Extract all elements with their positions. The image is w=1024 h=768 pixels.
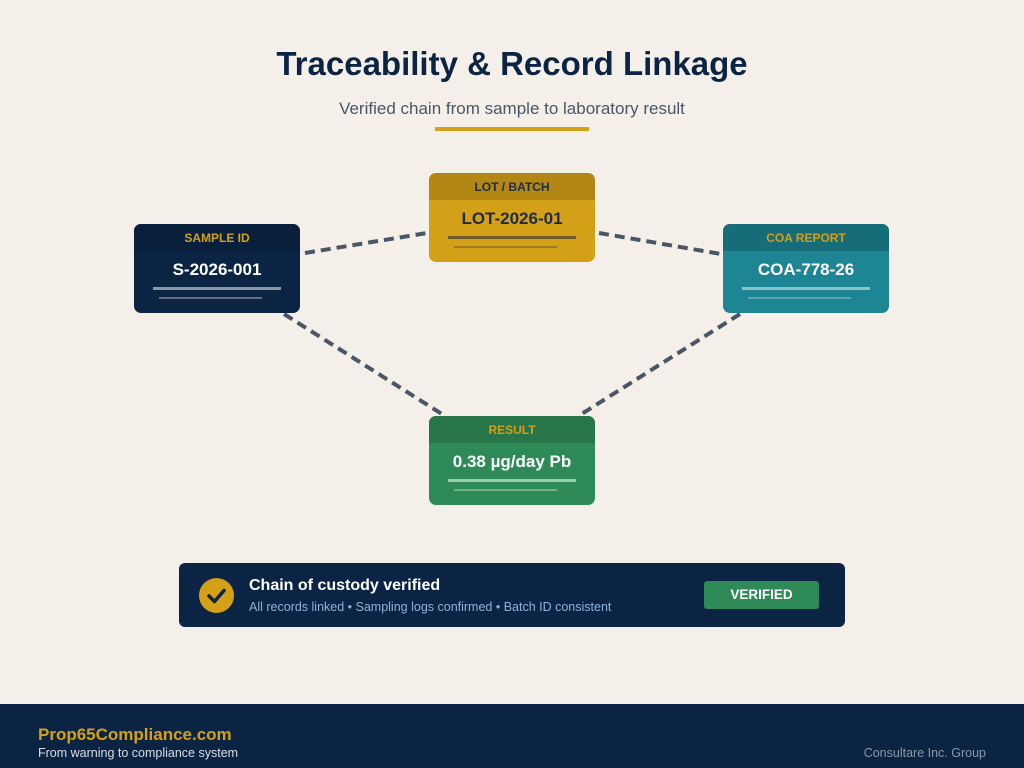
title-accent-bar bbox=[435, 127, 589, 131]
card-label: RESULT bbox=[429, 416, 595, 443]
card-line bbox=[448, 236, 576, 239]
link-coa-result bbox=[578, 312, 742, 417]
link-sample-lot bbox=[304, 231, 428, 255]
card-line bbox=[748, 297, 851, 299]
card-line bbox=[454, 246, 557, 248]
card-value: S-2026-001 bbox=[172, 260, 262, 279]
page-subtitle: Verified chain from sample to laboratory… bbox=[339, 99, 685, 118]
card-label: COA REPORT bbox=[723, 224, 889, 251]
link-lot-coa bbox=[598, 231, 722, 256]
card-value: LOT-2026-01 bbox=[461, 209, 563, 228]
card-line bbox=[153, 287, 281, 290]
card-line bbox=[448, 479, 576, 482]
banner-details: All records linked • Sampling logs confi… bbox=[249, 600, 612, 614]
verification-banner: Chain of custody verified All records li… bbox=[179, 563, 845, 627]
lot-batch-card: LOT / BATCH LOT-2026-01 bbox=[429, 173, 595, 262]
sample-id-card: SAMPLE ID S-2026-001 bbox=[134, 224, 300, 313]
card-line bbox=[159, 297, 262, 299]
card-value: 0.38 µg/day Pb bbox=[452, 452, 572, 471]
card-label: SAMPLE ID bbox=[134, 224, 300, 251]
card-label: LOT / BATCH bbox=[429, 173, 595, 200]
card-value: COA-778-26 bbox=[757, 260, 855, 279]
check-icon bbox=[199, 578, 234, 613]
footer: Prop65Compliance.com From warning to com… bbox=[0, 704, 1024, 768]
link-sample-result bbox=[282, 312, 447, 418]
banner-title: Chain of custody verified bbox=[249, 577, 441, 594]
footer-tagline: From warning to compliance system bbox=[38, 746, 239, 760]
card-line bbox=[742, 287, 870, 290]
card-line bbox=[454, 489, 557, 491]
footer-brand[interactable]: Prop65Compliance.com bbox=[38, 725, 232, 744]
result-card: RESULT 0.38 µg/day Pb bbox=[429, 416, 595, 505]
page-title: Traceability & Record Linkage bbox=[276, 45, 748, 82]
verified-badge: VERIFIED bbox=[704, 581, 819, 609]
footer-group: Consultare Inc. Group bbox=[863, 746, 986, 760]
coa-report-card: COA REPORT COA-778-26 bbox=[723, 224, 889, 313]
